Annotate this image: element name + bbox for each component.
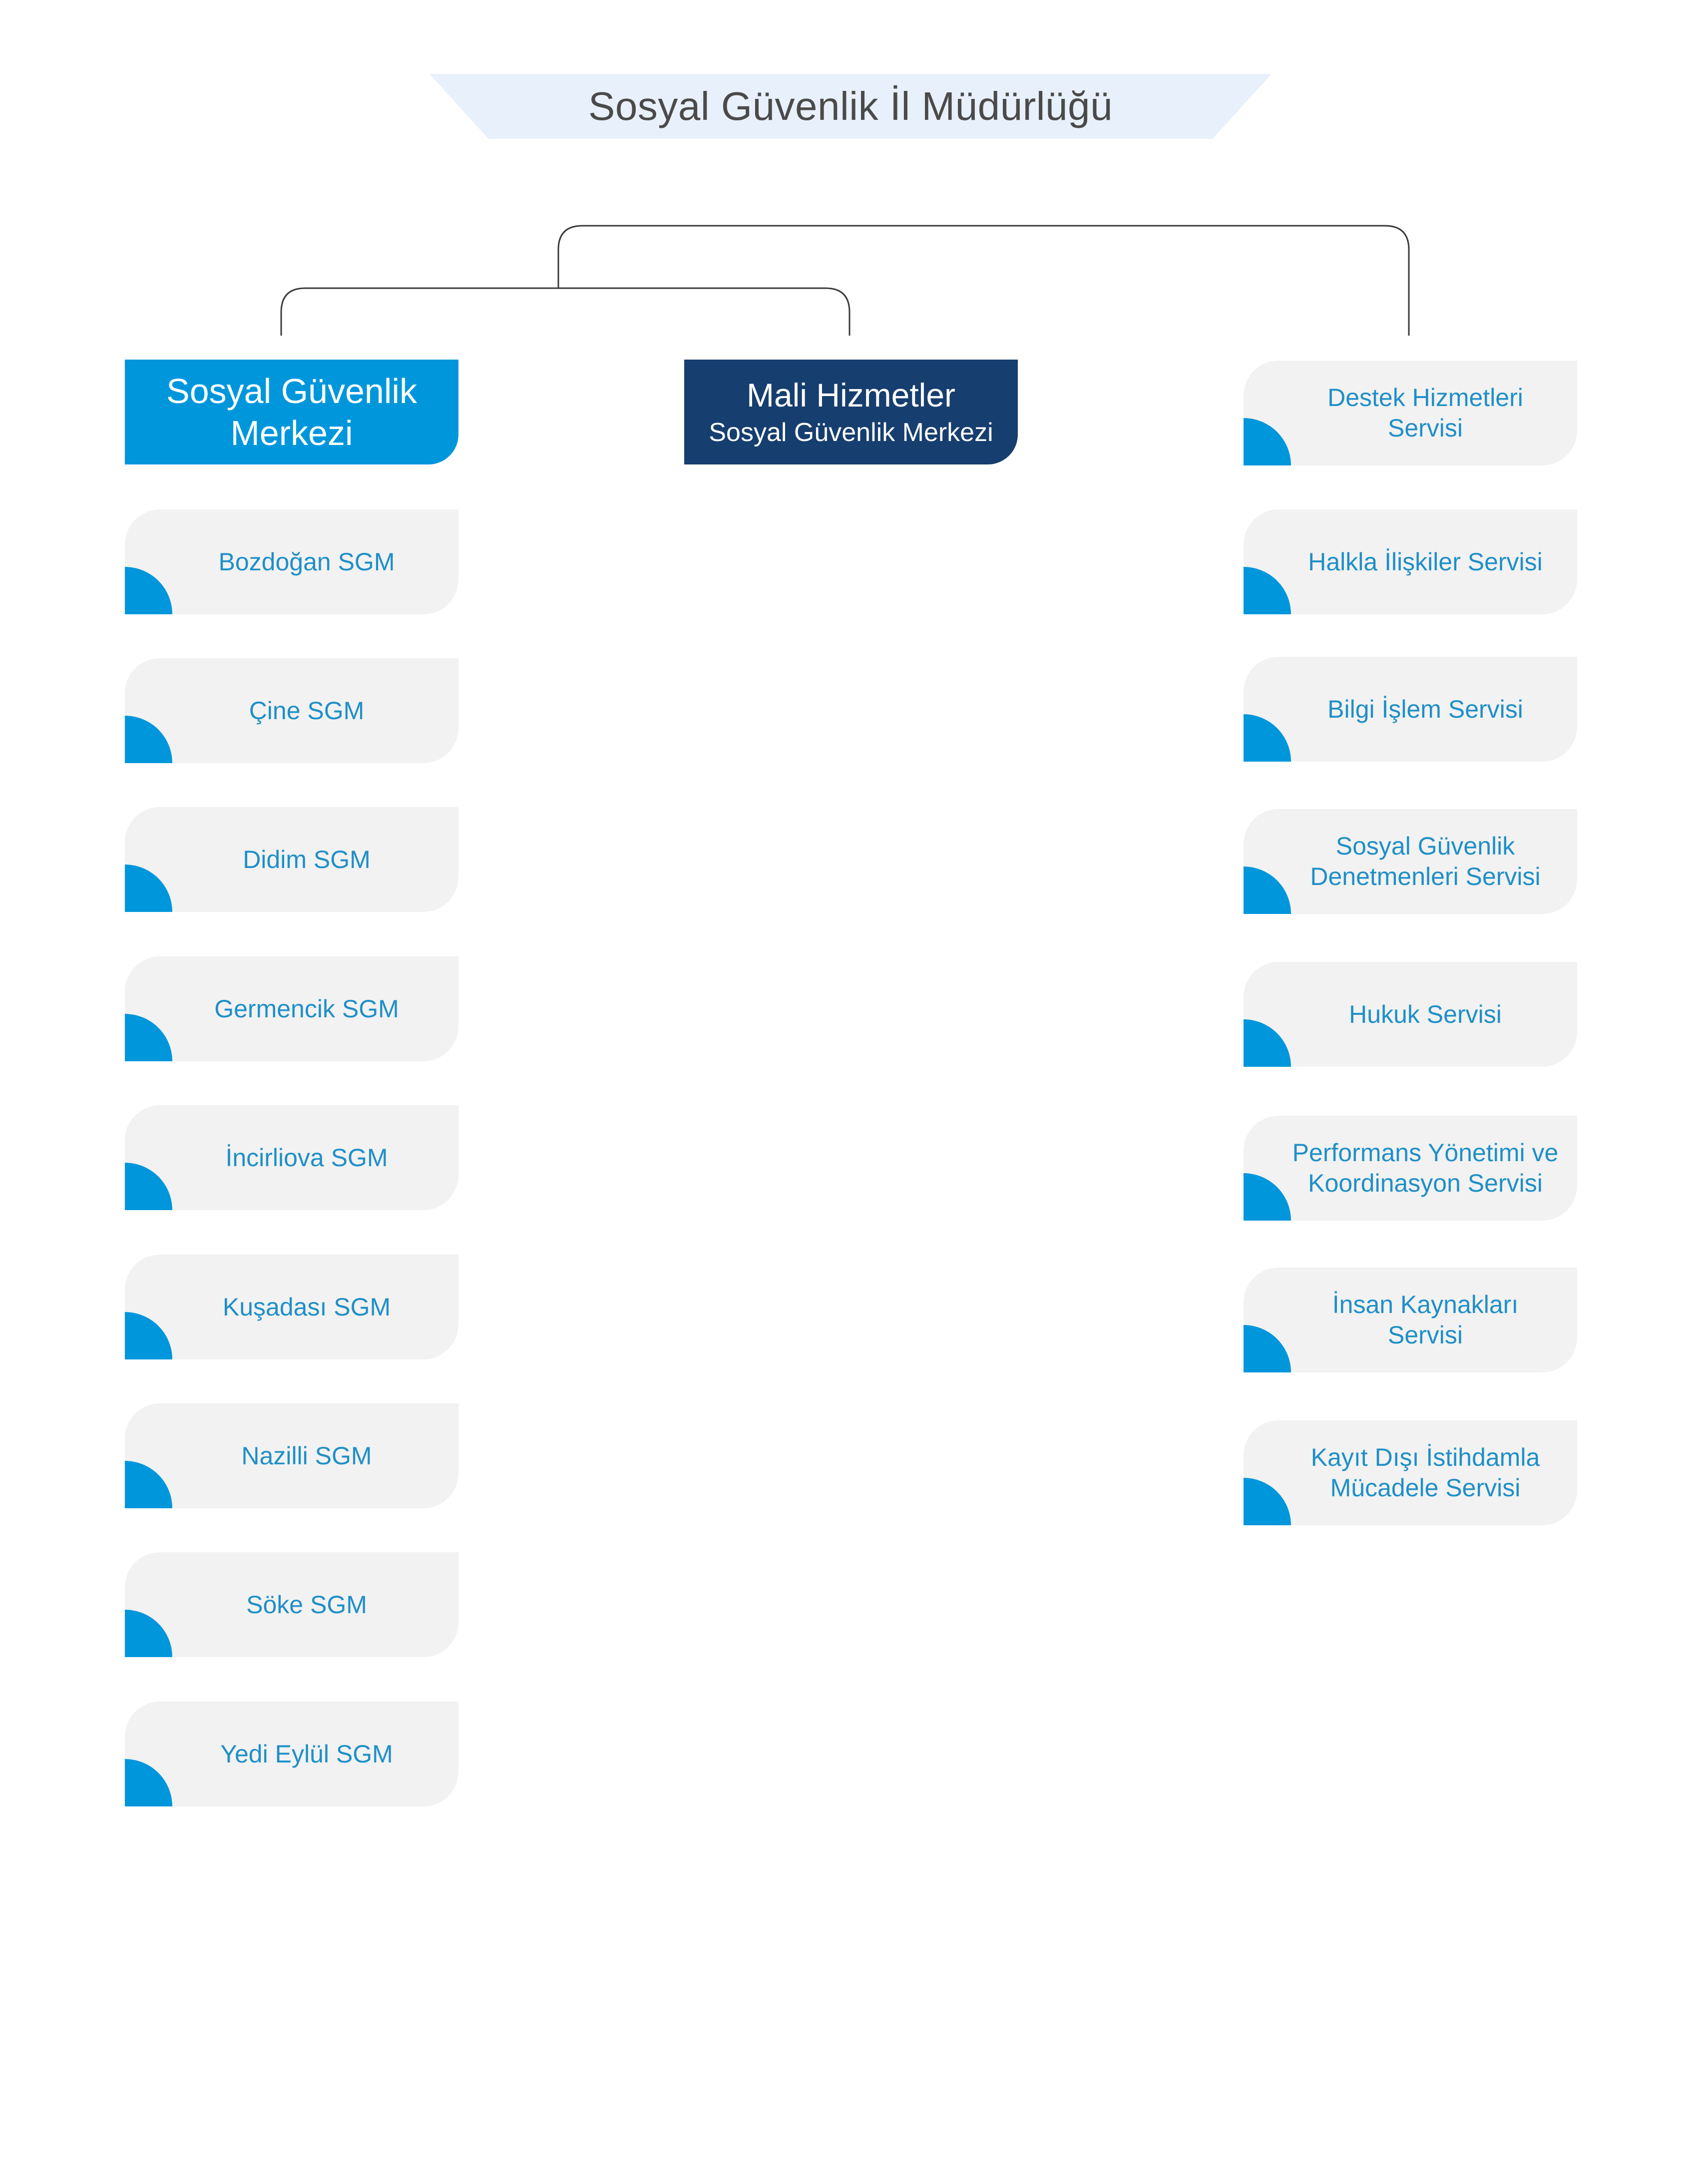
node-corner-accent <box>1244 1325 1291 1372</box>
node-corner-accent <box>1244 1173 1291 1221</box>
node-corner-accent <box>125 1461 172 1508</box>
node-corner-accent <box>1244 567 1291 614</box>
unit-node: Nazilli SGM <box>125 1403 458 1508</box>
unit-label: Söke SGM <box>246 1590 367 1619</box>
service-node: Sosyal Güvenlik Denetmenleri Servisi <box>1244 809 1577 914</box>
unit-label: Yedi Eylül SGM <box>220 1740 393 1768</box>
service-label: Bilgi İşlem Servisi <box>1327 695 1523 723</box>
node-corner-accent <box>125 865 172 912</box>
service-label: Halkla İlişkiler Servisi <box>1308 547 1543 576</box>
node-corner-accent <box>1244 867 1291 914</box>
head-sgm-label: Sosyal Güvenlik Merkezi <box>166 372 417 452</box>
service-node: Destek Hizmetleri Servisi <box>1244 361 1577 465</box>
unit-node: Söke SGM <box>125 1552 458 1657</box>
unit-node: Yedi Eylül SGM <box>125 1702 458 1806</box>
service-node: Halkla İlişkiler Servisi <box>1244 509 1577 614</box>
service-node: Hukuk Servisi <box>1244 962 1577 1067</box>
unit-label: Kuşadası SGM <box>222 1293 391 1321</box>
service-label: Destek Hizmetleri Servisi <box>1327 384 1523 442</box>
node-corner-accent <box>125 1759 172 1806</box>
head-mali-label-line1: Mali Hizmetler <box>746 377 956 414</box>
connector-top-bracket <box>557 225 1410 336</box>
node-corner-accent <box>1244 1019 1291 1067</box>
service-label: Hukuk Servisi <box>1349 1000 1502 1028</box>
unit-node: Bozdoğan SGM <box>125 509 458 614</box>
unit-node: Kuşadası SGM <box>125 1255 458 1359</box>
page-title: Sosyal Güvenlik İl Müdürlüğü <box>588 84 1113 128</box>
node-corner-accent <box>125 1163 172 1210</box>
service-label: Sosyal Güvenlik Denetmenleri Servisi <box>1310 832 1541 890</box>
unit-label: Çine SGM <box>249 696 365 725</box>
service-label: Kayıt Dışı İstihdamla Mücadele Servisi <box>1310 1443 1540 1502</box>
title-banner <box>429 74 1272 139</box>
service-label: Performans Yönetimi ve Koordinasyon Serv… <box>1292 1139 1559 1197</box>
node-corner-accent <box>1244 418 1291 465</box>
node-corner-accent <box>1244 714 1291 762</box>
head-mali-hizmetler: Mali Hizmetler Sosyal Güvenlik Merkezi <box>684 360 1018 464</box>
unit-label: Nazilli SGM <box>241 1441 372 1470</box>
head-sosyal-guvenlik-merkezi: Sosyal Güvenlik Merkezi <box>125 360 458 464</box>
unit-node: Çine SGM <box>125 658 458 763</box>
node-corner-accent <box>1244 1478 1291 1525</box>
service-node: İnsan Kaynakları Servisi <box>1244 1268 1577 1372</box>
unit-label: İncirliova SGM <box>225 1143 388 1172</box>
service-node: Bilgi İşlem Servisi <box>1244 657 1577 762</box>
connector-sub-bracket <box>280 287 850 336</box>
unit-node: Germencik SGM <box>125 956 458 1061</box>
head-mali-label-line2: Sosyal Güvenlik Merkezi <box>709 418 993 447</box>
node-corner-accent <box>125 1610 172 1657</box>
node-corner-accent <box>125 567 172 614</box>
unit-node: İncirliova SGM <box>125 1105 458 1210</box>
node-corner-accent <box>125 1014 172 1061</box>
service-node: Kayıt Dışı İstihdamla Mücadele Servisi <box>1244 1420 1577 1525</box>
node-corner-accent <box>125 716 172 763</box>
unit-label: Bozdoğan SGM <box>218 547 395 576</box>
unit-label: Didim SGM <box>243 845 371 874</box>
unit-node: Didim SGM <box>125 807 458 912</box>
service-label: İnsan Kaynakları Servisi <box>1332 1291 1519 1349</box>
unit-label: Germencik SGM <box>214 994 399 1023</box>
node-corner-accent <box>125 1312 172 1359</box>
service-node: Performans Yönetimi ve Koordinasyon Serv… <box>1244 1116 1577 1221</box>
